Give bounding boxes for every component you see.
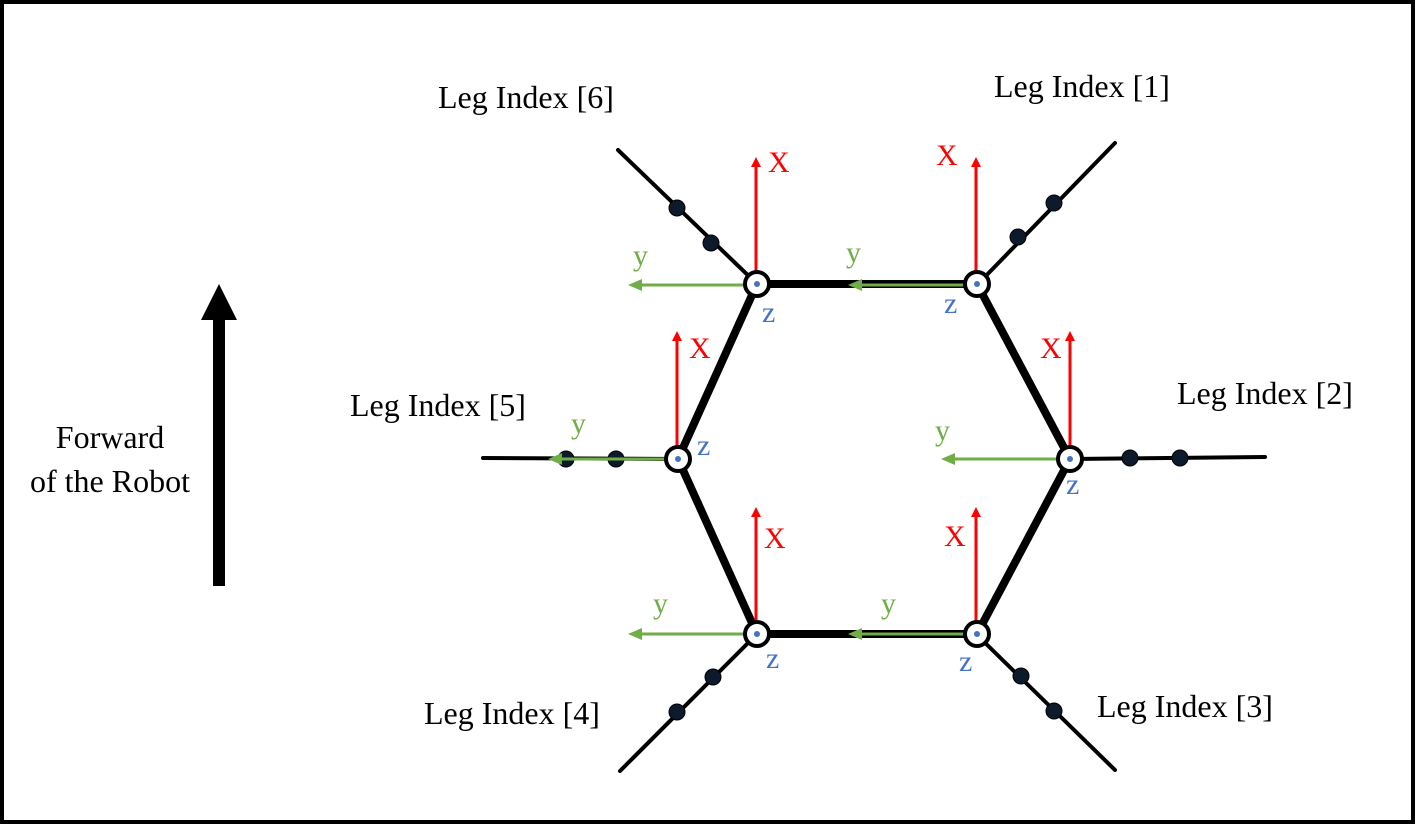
leg-5-y-label: y <box>571 407 586 440</box>
leg-label-1: Leg Index [1] <box>994 68 1170 104</box>
leg-3-line <box>974 632 1117 772</box>
leg-2-line <box>1068 455 1267 461</box>
leg-5-z-label: z <box>697 429 710 462</box>
leg-1-z-label: z <box>944 287 957 320</box>
leg-4-joint <box>704 668 722 686</box>
leg-4-y-label: y <box>653 587 668 620</box>
leg-6-line <box>616 148 759 286</box>
legs <box>481 141 1267 773</box>
forward-label-line2: of the Robot <box>30 463 190 499</box>
leg-label-3: Leg Index [3] <box>1097 688 1273 724</box>
leg-4-z-label: z <box>766 642 779 675</box>
leg-2-x-label: X <box>1040 332 1062 365</box>
leg-3-x-label: X <box>944 520 966 553</box>
leg-3-joint <box>1012 667 1030 685</box>
leg-labels: Leg Index [1] Leg Index [2] Leg Index [3… <box>350 68 1353 731</box>
x-axes <box>672 157 1075 634</box>
z-axes <box>664 270 1084 648</box>
leg-label-6: Leg Index [6] <box>438 79 614 115</box>
forward-label-line1: Forward <box>56 419 164 455</box>
y-axes <box>548 279 1069 640</box>
leg-3-z-axis <box>963 620 991 648</box>
leg-6-y-label: y <box>633 239 648 272</box>
leg-3-y-label: y <box>881 587 896 620</box>
leg-2-joint <box>1121 449 1139 467</box>
leg-2-joint <box>1171 449 1189 467</box>
leg-2-z-axis <box>1056 445 1084 473</box>
leg-2-y-label: y <box>935 414 950 447</box>
leg-3-joint <box>1045 702 1063 720</box>
leg-1-joint <box>1009 228 1027 246</box>
leg-3-z-label: z <box>959 645 972 678</box>
leg-label-2: Leg Index [2] <box>1177 375 1353 411</box>
leg-6-x-label: X <box>768 146 790 179</box>
leg-1-joint <box>1045 194 1063 212</box>
leg-4-z-axis <box>743 620 771 648</box>
leg-6-joint <box>702 234 720 252</box>
leg-1-line <box>976 141 1117 286</box>
leg-1-x-label: X <box>936 139 958 172</box>
axis-labels: X X X X X X y y y y y y z z z z z z <box>571 139 1079 678</box>
leg-4-x-label: X <box>764 522 786 555</box>
leg-1-y-label: y <box>846 236 861 269</box>
forward-arrow <box>201 284 237 586</box>
leg-6-joint <box>668 199 686 217</box>
leg-4-joint <box>668 703 686 721</box>
leg-1-z-axis <box>963 270 991 298</box>
leg-2-z-label: z <box>1066 468 1079 501</box>
leg-5-z-axis <box>664 445 692 473</box>
leg-joints <box>557 194 1189 721</box>
leg-6-z-axis <box>743 270 771 298</box>
leg-label-5: Leg Index [5] <box>350 387 526 423</box>
leg-label-4: Leg Index [4] <box>424 695 600 731</box>
leg-4-line <box>618 632 759 773</box>
leg-5-x-label: X <box>689 332 711 365</box>
leg-6-z-label: z <box>762 296 775 329</box>
